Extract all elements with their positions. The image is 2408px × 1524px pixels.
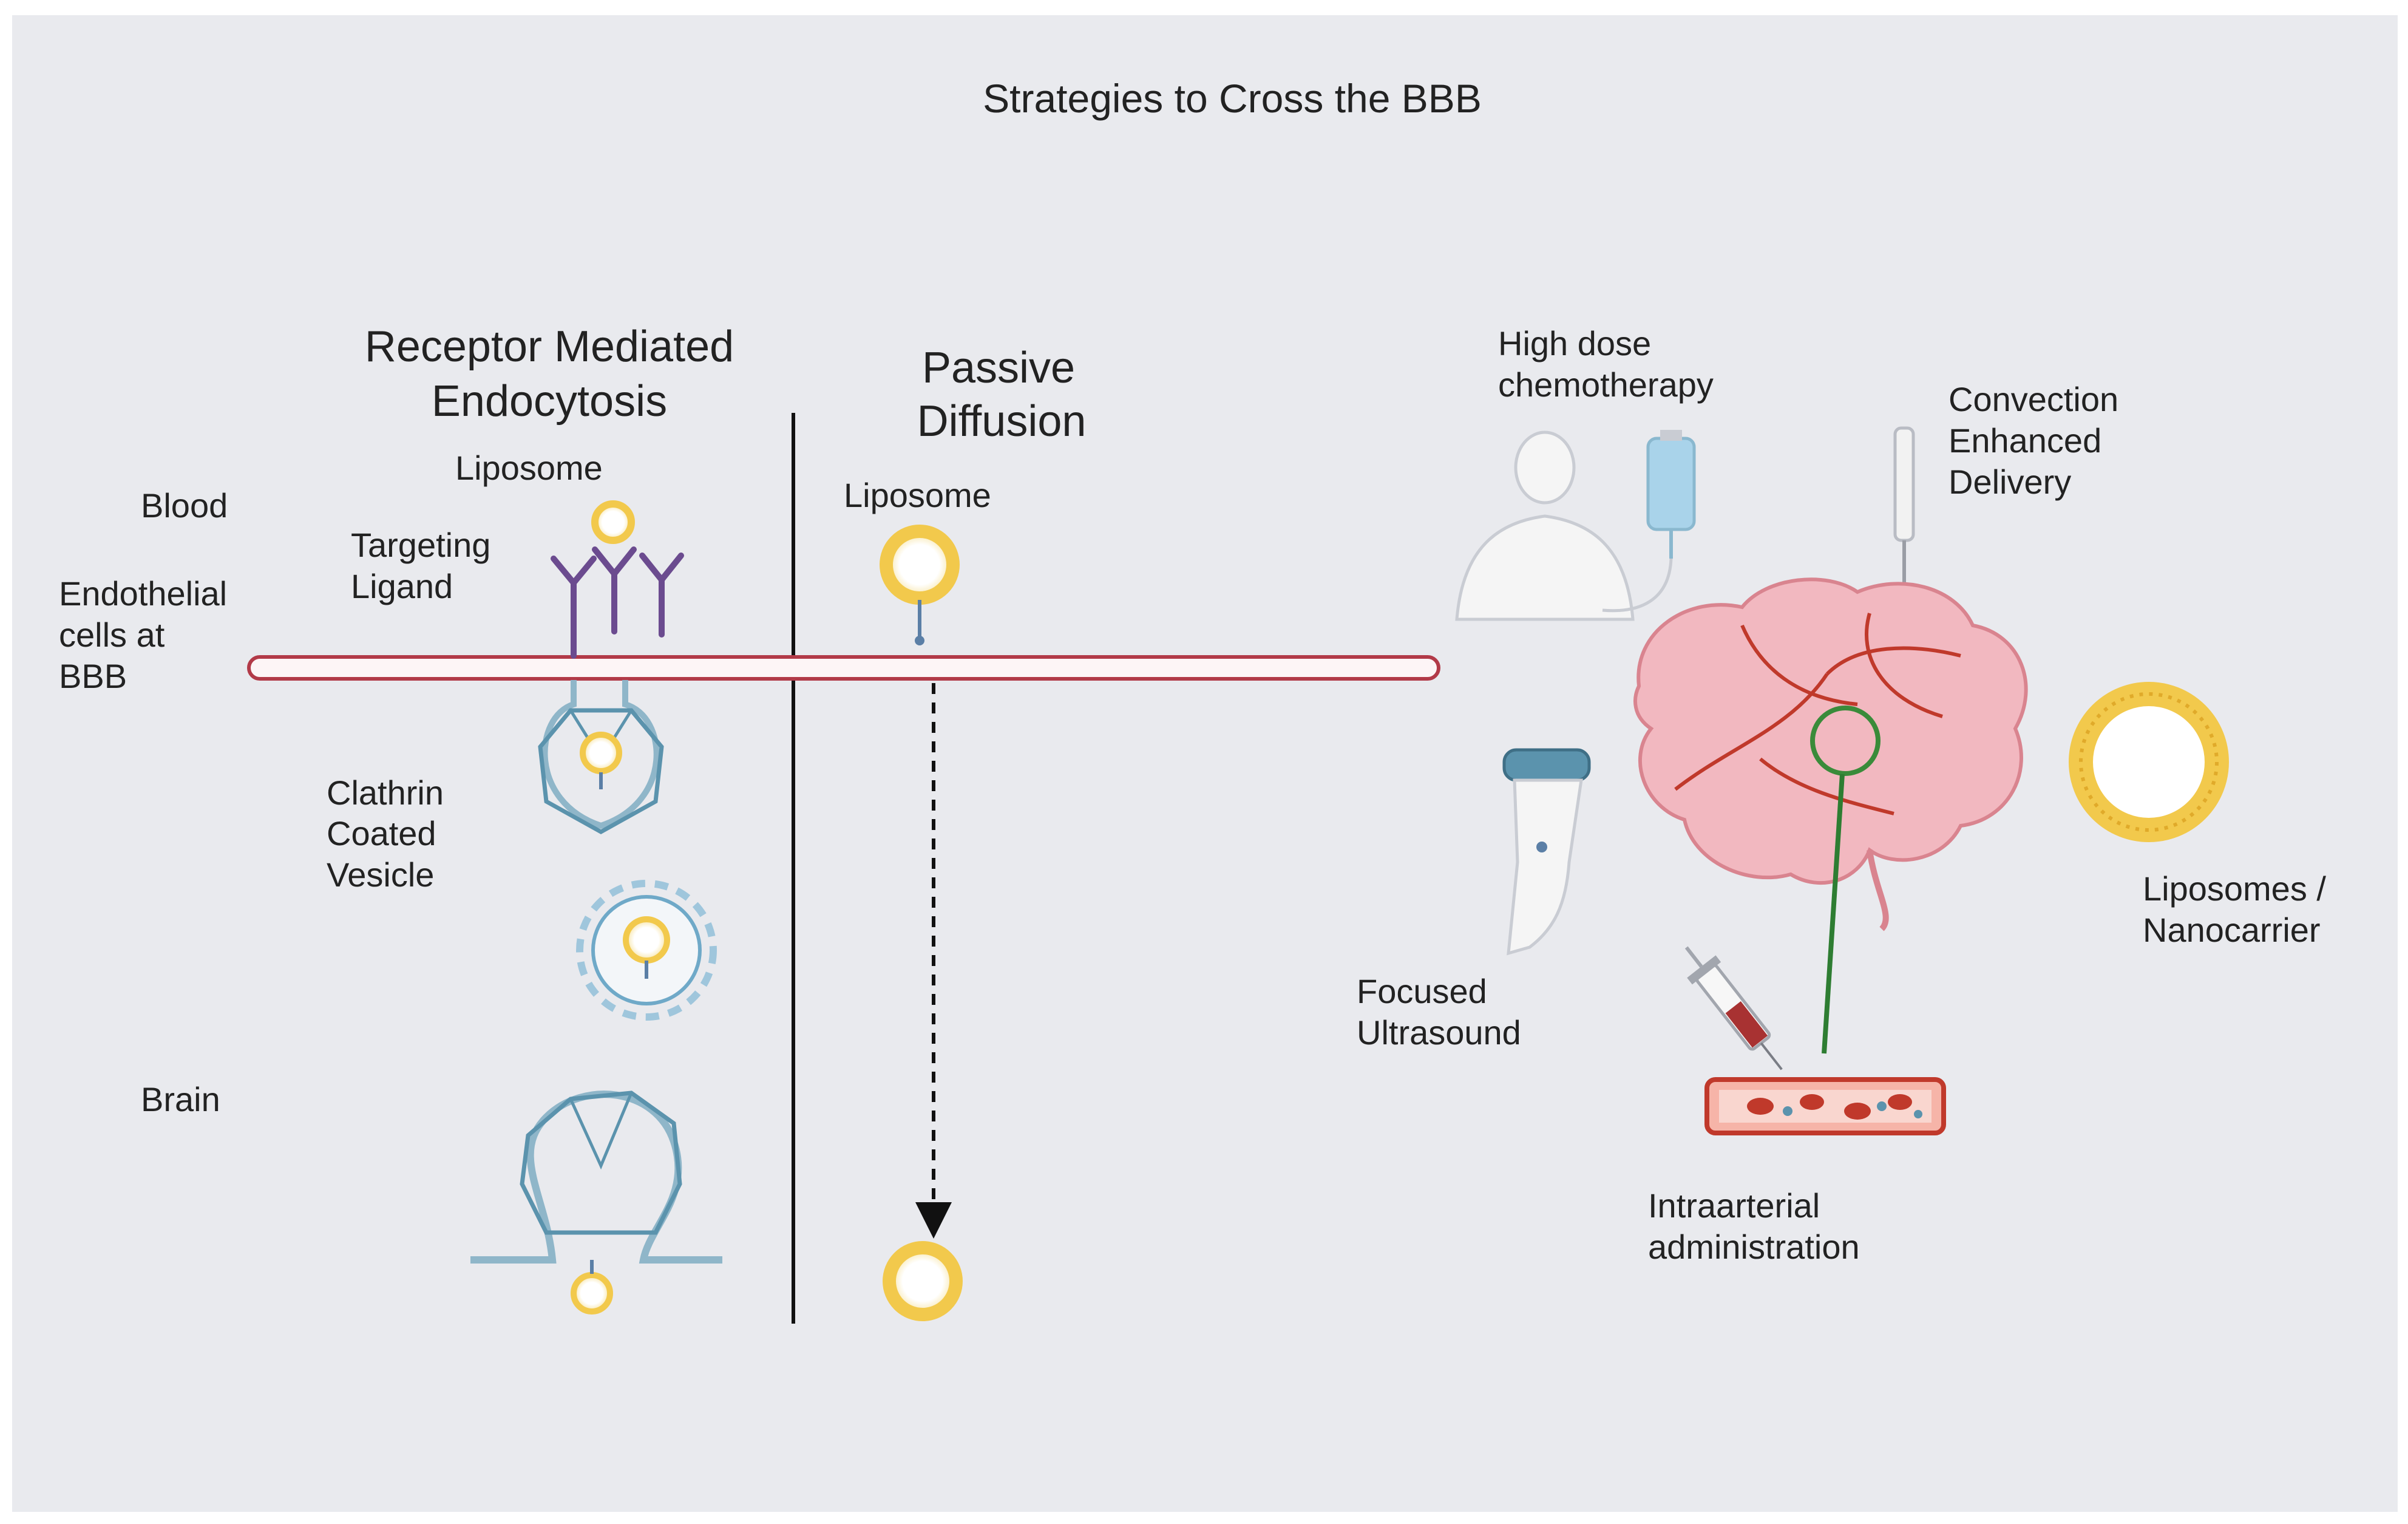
endothelial-label-line3: BBB: [59, 657, 127, 695]
nanocarrier-icon: [2069, 682, 2229, 842]
blood-label: Blood: [141, 486, 228, 525]
passive-liposome-icon: [880, 525, 960, 645]
targeting-ligand-label-line2: Ligand: [351, 567, 453, 605]
budding-vesicle-icon: [538, 680, 664, 835]
chemo-label-line1: High dose: [1498, 324, 1651, 362]
intraarterial-catheter: [1822, 774, 1845, 1054]
passive-heading-line1: Passive: [922, 344, 1075, 392]
diffused-liposome-icon: [883, 1241, 963, 1321]
endothelial-label-line1: Endothelial: [59, 574, 227, 613]
iv-bag-icon: [1602, 430, 1696, 613]
background-panel: [12, 15, 2398, 1512]
passive-heading-line2: Diffusion: [917, 397, 1087, 446]
endothelial-label-line2: cells at: [59, 616, 165, 654]
rme-heading-line1: Receptor Mediated: [365, 322, 734, 371]
ced-label-line1: Convection: [1948, 380, 2118, 418]
clathrin-label-line2: Coated: [327, 814, 436, 852]
rme-heading-line2: Endocytosis: [432, 377, 667, 426]
nano-label-line1: Liposomes /: [2143, 869, 2326, 908]
clathrin-label-line1: Clathrin: [327, 774, 444, 812]
ced-label-line3: Delivery: [1948, 463, 2071, 501]
clathrin-label-line3: Vesicle: [327, 856, 434, 894]
syringe-icon: [1684, 946, 1783, 1070]
diagram-title: Strategies to Cross the BBB: [983, 76, 1482, 121]
ia-label-line2: administration: [1648, 1228, 1860, 1266]
chemo-label-line2: chemotherapy: [1498, 366, 1714, 404]
fus-label-line1: Focused: [1357, 972, 1487, 1010]
clathrin-coated-vesicle-icon: [576, 880, 717, 1021]
ia-label-line1: Intraarterial: [1648, 1186, 1820, 1225]
ultrasound-probe-icon: [1502, 748, 1591, 956]
exocytosis-vesicle-icon: [470, 1090, 722, 1315]
blood-vessel-icon: [1704, 1077, 1946, 1135]
rme-liposome-label: Liposome: [455, 449, 603, 487]
fus-label-line2: Ultrasound: [1357, 1013, 1521, 1052]
brain-label: Brain: [141, 1080, 220, 1118]
nano-label-line2: Nanocarrier: [2143, 911, 2321, 949]
targeting-ligand-icon: [551, 546, 684, 659]
passive-liposome-label: Liposome: [844, 476, 991, 514]
endothelial-membrane: [247, 655, 1440, 681]
targeting-ligand-label-line1: Targeting: [351, 526, 490, 564]
patient-icon: [1455, 430, 1635, 621]
ced-label-line2: Enhanced: [1948, 421, 2101, 460]
rme-liposome-icon: [591, 500, 635, 544]
brain-icon: [1633, 577, 2028, 931]
